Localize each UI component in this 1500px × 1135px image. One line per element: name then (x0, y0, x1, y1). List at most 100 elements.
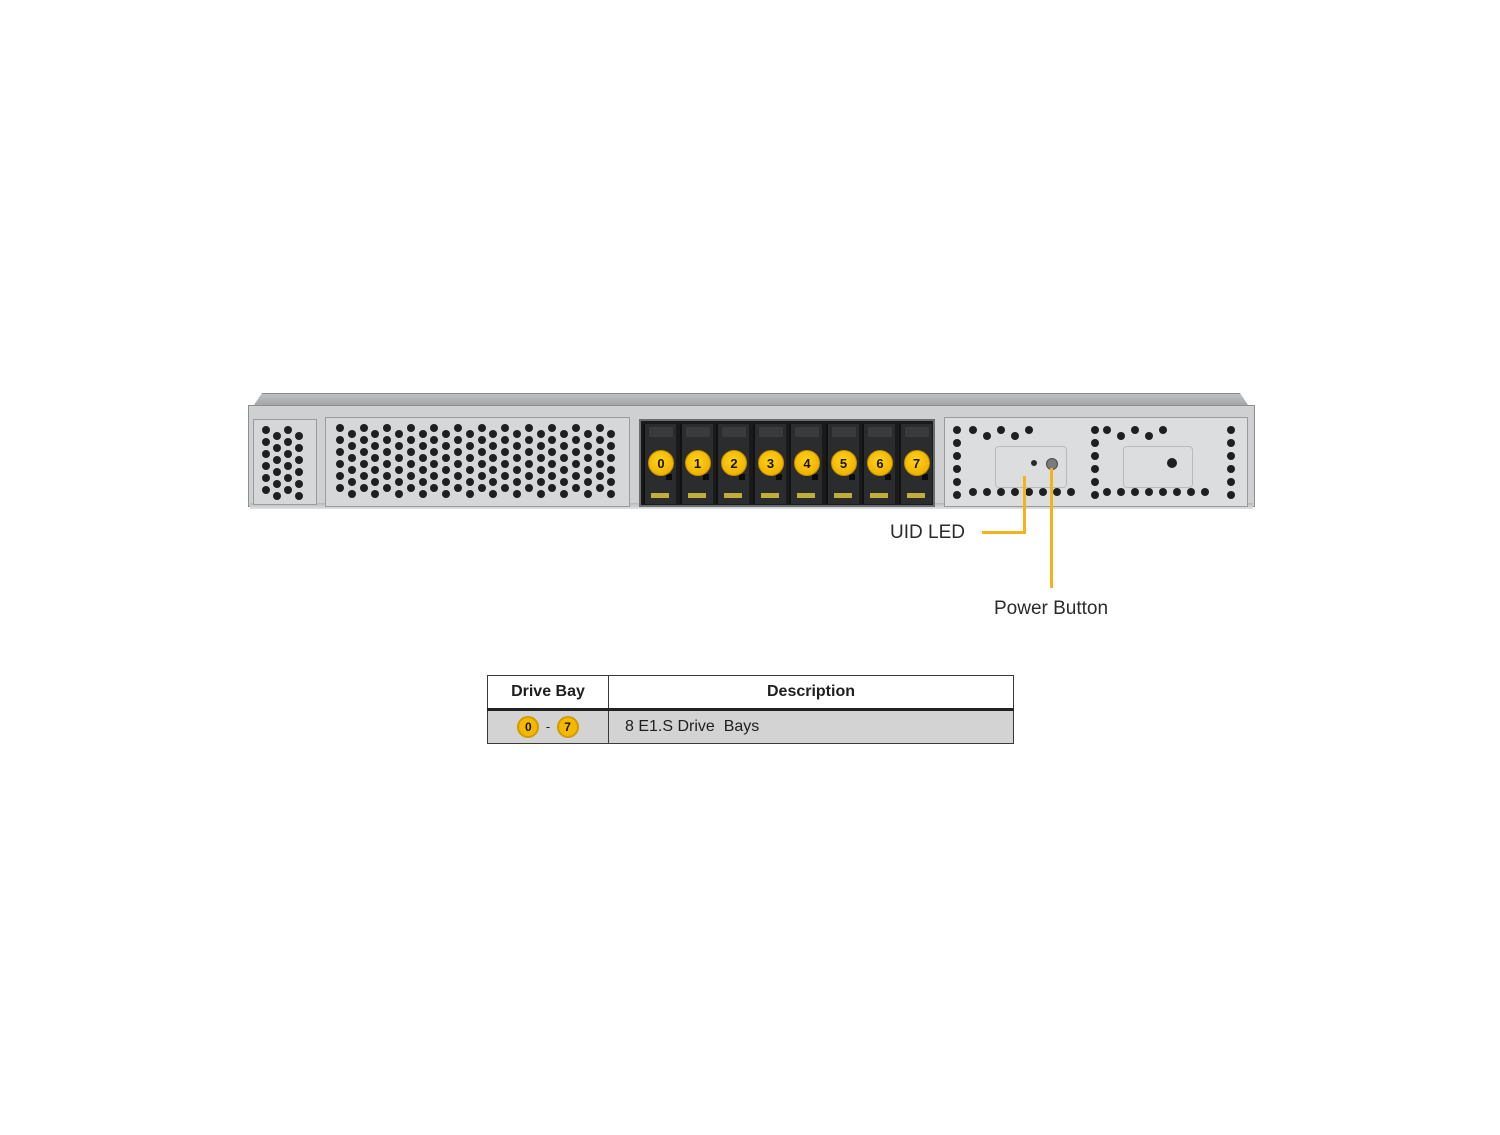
drive-bay-4[interactable]: 4 (789, 424, 822, 504)
drive-bay-5[interactable]: 5 (825, 424, 859, 504)
bay-number-badge-icon: 3 (757, 450, 784, 476)
vent-hole (465, 490, 474, 498)
vent-hole (571, 472, 580, 480)
vent-hole (1227, 491, 1235, 499)
vent-hole (383, 436, 392, 444)
vent-hole (512, 430, 521, 438)
vent-hole (442, 442, 451, 450)
bay-number-badge-icon: 6 (867, 450, 893, 476)
vent-hole (442, 478, 451, 486)
vent-hole (1039, 488, 1047, 496)
drive-latch (921, 474, 928, 480)
vent-hole (607, 454, 616, 462)
vent-hole (524, 448, 533, 456)
vent-hole (548, 424, 557, 432)
drive-handle (904, 427, 929, 437)
vent-hole (371, 490, 380, 498)
drive-bay-2[interactable]: 2 (716, 424, 749, 504)
vent-hole (295, 444, 303, 452)
vent-hole (383, 472, 392, 480)
vent-hole (453, 436, 462, 444)
vent-hole (442, 490, 451, 498)
drive-bay-6[interactable]: 6 (862, 424, 895, 504)
vent-hole (477, 436, 486, 444)
vent-hole (347, 430, 356, 438)
vent-hole (262, 486, 270, 494)
vent-hole (1145, 488, 1153, 496)
vent-hole (1187, 488, 1195, 496)
vent-hole (262, 438, 270, 446)
vent-hole (1131, 426, 1139, 434)
vent-hole (394, 430, 403, 438)
vent-hole (406, 436, 415, 444)
vent-hole (336, 448, 344, 456)
vent-hole (536, 490, 545, 498)
drive-bay-7[interactable]: 7 (898, 424, 932, 504)
vent-hole (273, 444, 281, 452)
column-header-drive-bay: Drive Bay (487, 675, 609, 711)
drive-activity-led (760, 493, 779, 498)
vent-hole (465, 454, 474, 462)
vent-hole (512, 454, 521, 462)
vent-hole (1159, 426, 1167, 434)
vent-hole (430, 484, 439, 492)
vent-hole (501, 472, 510, 480)
vent-hole (595, 460, 604, 468)
vent-hole (583, 454, 592, 462)
vent-hole (489, 454, 498, 462)
main-vent-panel (325, 417, 630, 507)
vent-hole (512, 442, 521, 450)
vent-hole (583, 430, 592, 438)
uid-led-leader-horizontal (982, 531, 1026, 534)
vent-hole (347, 478, 356, 486)
vent-hole (394, 454, 403, 462)
vent-hole (465, 442, 474, 450)
vent-hole (262, 450, 270, 458)
vent-hole (1227, 452, 1235, 460)
vent-hole (394, 442, 403, 450)
vent-hole (560, 454, 569, 462)
vent-hole (418, 490, 427, 498)
vent-hole (347, 466, 356, 474)
vent-hole (1091, 465, 1099, 473)
vent-hole (1227, 465, 1235, 473)
vent-hole (536, 454, 545, 462)
vent-hole (1053, 488, 1061, 496)
vent-hole (1173, 488, 1181, 496)
vent-hole (607, 442, 616, 450)
vent-hole (295, 492, 303, 500)
vent-hole (524, 484, 533, 492)
vent-hole (347, 454, 356, 462)
power-button-label: Power Button (994, 598, 1109, 619)
vent-hole (1227, 426, 1235, 434)
vent-hole (512, 490, 521, 498)
vent-hole (430, 436, 439, 444)
vent-hole (501, 448, 510, 456)
vent-hole (430, 460, 439, 468)
vent-hole (383, 460, 392, 468)
vent-hole (1025, 488, 1033, 496)
vent-hole (418, 430, 427, 438)
vent-hole (512, 478, 521, 486)
port-hole (1167, 458, 1177, 468)
drive-bay-1[interactable]: 1 (679, 424, 713, 504)
vent-hole (607, 478, 616, 486)
vent-hole (262, 474, 270, 482)
vent-hole (595, 484, 604, 492)
uid-led-indicator[interactable] (1031, 460, 1037, 466)
vent-hole (284, 474, 292, 482)
vent-hole (336, 460, 344, 468)
vent-hole (336, 472, 344, 480)
vent-hole (477, 460, 486, 468)
vent-hole (1091, 426, 1099, 434)
drive-bay-0[interactable]: 0 (643, 424, 676, 504)
drive-latch (739, 474, 745, 480)
uid-led-leader-vertical (1023, 476, 1026, 534)
vent-hole (524, 424, 533, 432)
vent-hole (997, 488, 1005, 496)
drive-bay-3[interactable]: 3 (752, 424, 786, 504)
drive-activity-led (724, 493, 742, 498)
drive-latch (666, 474, 672, 480)
vent-hole (273, 432, 281, 440)
vent-hole (262, 426, 270, 434)
